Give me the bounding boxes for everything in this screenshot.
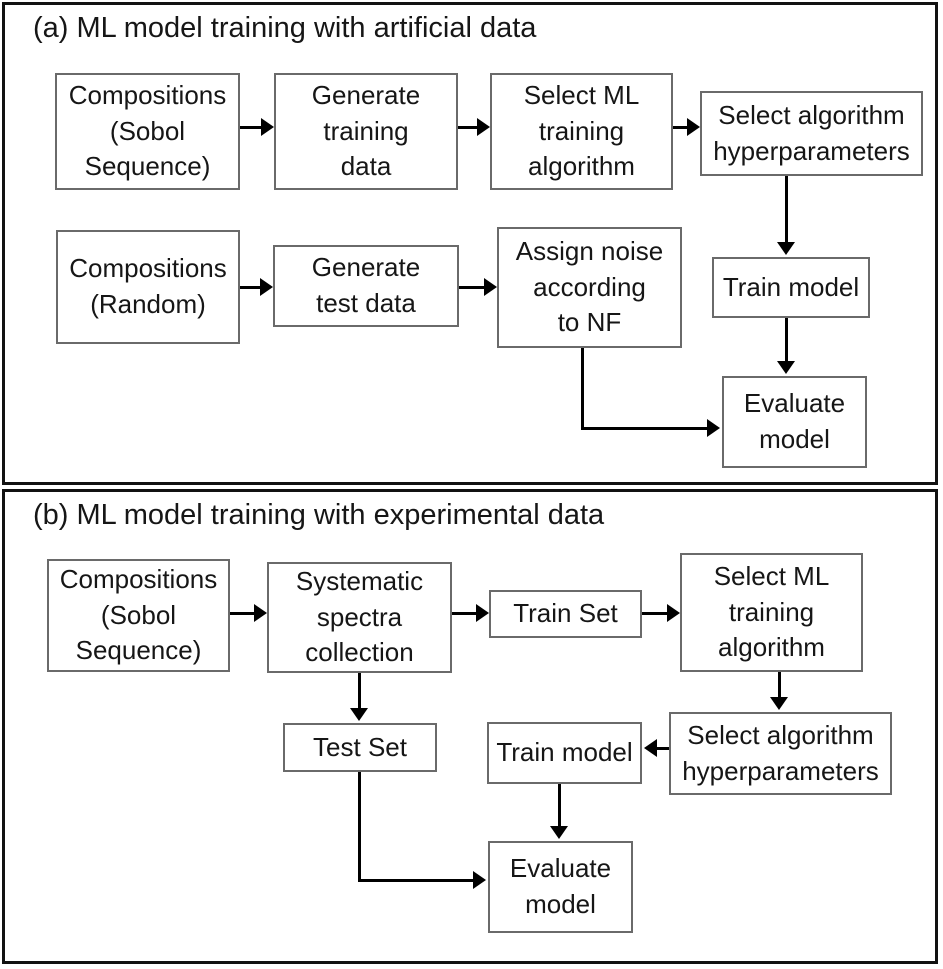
arrow-a-sobol-to-training-data-head (261, 118, 274, 136)
node-b-compositions-sobol: Compositions (Sobol Sequence) (47, 559, 230, 672)
arrow-a-noise-to-evaluate (581, 427, 708, 430)
arrow-b-hyperparams-to-train-model-head (644, 739, 657, 757)
panel-a-title: (a) ML model training with artificial da… (33, 12, 537, 44)
arrow-b-train-to-evaluate (558, 784, 561, 827)
arrow-a-algorithm-to-hyperparams (673, 126, 688, 129)
arrow-b-train-set-to-algorithm (642, 612, 668, 615)
node-a-compositions-sobol: Compositions (Sobol Sequence) (55, 73, 240, 190)
node-b-train-model: Train model (487, 722, 642, 784)
arrow-a-train-to-evaluate (785, 318, 788, 362)
arrow-a-random-to-test-data-head (260, 278, 273, 296)
arrow-a-test-data-to-noise (459, 286, 485, 289)
arrow-a-noise-to-evaluate-head (707, 419, 720, 437)
node-a-assign-noise: Assign noise according to NF (497, 227, 682, 348)
arrow-b-test-set-to-evaluate (358, 772, 361, 882)
arrow-b-spectra-to-test-set-head (350, 708, 368, 721)
arrow-b-sobol-to-spectra-head (254, 604, 267, 622)
node-a-select-ml-training-algorithm: Select ML training algorithm (490, 73, 673, 190)
arrow-a-train-to-evaluate-head (777, 361, 795, 374)
arrow-a-noise-to-evaluate (581, 348, 584, 430)
arrow-b-train-set-to-algorithm-head (667, 604, 680, 622)
node-b-test-set: Test Set (283, 723, 437, 772)
arrow-b-spectra-to-train-set-head (476, 604, 489, 622)
panel-b-title: (b) ML model training with experimental … (33, 499, 605, 531)
node-b-train-set: Train Set (489, 590, 642, 638)
node-b-select-algorithm-hyperparameters: Select algorithm hyperparameters (669, 712, 892, 795)
node-a-generate-test-data: Generate test data (273, 245, 459, 327)
arrow-a-test-data-to-noise-head (484, 278, 497, 296)
arrow-a-training-data-to-algorithm (458, 126, 478, 129)
node-b-evaluate-model: Evaluate model (488, 841, 633, 933)
arrow-b-algorithm-to-hyperparams-head (770, 697, 788, 710)
node-b-select-ml-training-algorithm: Select ML training algorithm (680, 553, 863, 672)
arrow-a-random-to-test-data (240, 286, 261, 289)
arrow-b-spectra-to-test-set (358, 673, 361, 709)
arrow-a-hyperparams-to-train-model-head (777, 242, 795, 255)
arrow-b-sobol-to-spectra (230, 612, 255, 615)
node-a-evaluate-model: Evaluate model (722, 376, 867, 468)
arrow-a-hyperparams-to-train-model (785, 176, 788, 243)
node-a-generate-training-data: Generate training data (274, 73, 458, 190)
arrow-b-algorithm-to-hyperparams (778, 672, 781, 698)
arrow-b-test-set-to-evaluate (358, 879, 474, 882)
node-b-systematic-spectra-collection: Systematic spectra collection (267, 562, 452, 673)
arrow-a-sobol-to-training-data (240, 126, 262, 129)
arrow-b-train-to-evaluate-head (550, 826, 568, 839)
node-a-compositions-random: Compositions (Random) (56, 230, 240, 344)
node-a-train-model: Train model (712, 257, 870, 318)
arrow-a-training-data-to-algorithm-head (477, 118, 490, 136)
arrow-b-spectra-to-train-set (452, 612, 477, 615)
arrow-b-test-set-to-evaluate-head (473, 871, 486, 889)
node-a-select-algorithm-hyperparameters: Select algorithm hyperparameters (700, 91, 923, 176)
arrow-a-algorithm-to-hyperparams-head (687, 118, 700, 136)
arrow-b-hyperparams-to-train-model (656, 747, 669, 750)
